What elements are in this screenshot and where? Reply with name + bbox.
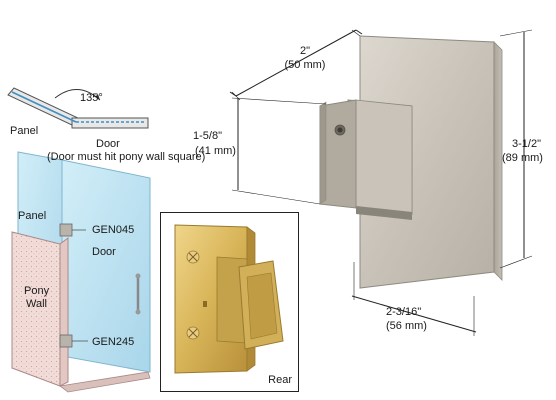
plate-imperial: 1-5/8" [193, 130, 222, 142]
plate-metric: (41 mm) [195, 145, 236, 157]
pony-wall-diagram [11, 151, 151, 393]
gen045-label: GEN045 [92, 224, 135, 236]
dimension-lines [229, 29, 533, 336]
gen245-label: GEN245 [92, 336, 135, 348]
pony-wall-label-line2: Wall [26, 298, 47, 310]
width-imperial: 2" [299, 45, 311, 57]
angle-label: 135° [80, 92, 103, 104]
rear-label: Rear [268, 374, 292, 386]
door-label-side: Door [92, 246, 116, 258]
height-imperial: 3-1/2" [512, 138, 541, 150]
top-view-diagram [7, 87, 149, 129]
door-label-top: Door [96, 138, 120, 150]
door-note: (Door must hit pony wall square) [47, 151, 206, 163]
width-metric: (50 mm) [284, 59, 326, 71]
depth-imperial: 2-3/16'' [386, 306, 422, 318]
panel-label-side: Panel [18, 210, 47, 222]
rear-view-inset: Rear [160, 212, 299, 392]
rear-hinge-render [174, 224, 284, 374]
depth-metric: (56 mm) [386, 320, 427, 332]
height-metric: (89 mm) [502, 152, 543, 164]
pony-wall-label-line1: Pony [24, 285, 50, 297]
panel-label-top: Panel [10, 125, 39, 137]
main-hinge-render [319, 35, 503, 289]
